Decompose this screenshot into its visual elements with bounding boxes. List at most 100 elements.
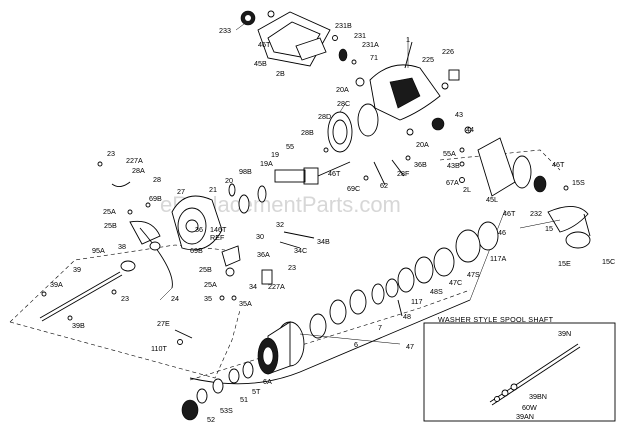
label-15S: 15S — [572, 178, 585, 187]
spool-group-bracket-right — [469, 209, 506, 301]
label-43B: 43B — [447, 161, 460, 170]
shaft-55 — [317, 161, 351, 177]
inset-title: WASHER STYLE SPOOL SHAFT — [438, 315, 554, 324]
label-48S: 48S — [430, 287, 443, 296]
part-25B-b — [221, 245, 241, 267]
drive-gear-28C — [327, 111, 353, 153]
label-23-b: 23 — [288, 263, 296, 272]
label-27E: 27E — [157, 319, 170, 328]
label-39AN: 39AN — [516, 412, 534, 421]
inset-frame — [423, 322, 616, 422]
label-233: 233 — [219, 26, 231, 35]
part-53S — [196, 388, 208, 404]
body-27-hub — [185, 219, 199, 233]
part-69B — [145, 202, 151, 208]
handle-knob-15C — [565, 231, 591, 249]
label-46: 46 — [498, 228, 506, 237]
part-28F — [391, 159, 405, 177]
label-28A: 28A — [132, 166, 145, 175]
part-69C — [363, 175, 369, 181]
label-69B: 69B — [149, 194, 162, 203]
label-5T: 5T — [252, 387, 261, 396]
label-36B: 36B — [414, 160, 427, 169]
label-35A: 35A — [239, 299, 252, 308]
bearing-98B — [257, 185, 267, 203]
label-6: 6 — [354, 340, 358, 349]
label-67A: 67A — [446, 178, 459, 187]
part-23-c — [111, 289, 117, 295]
label-35: 35 — [204, 294, 212, 303]
part-38 — [149, 241, 161, 251]
part-43B — [459, 161, 465, 167]
label-227A-a: 227A — [126, 156, 143, 165]
part-48S — [397, 267, 415, 293]
label-43: 43 — [455, 110, 463, 119]
bail-wire-24 — [139, 227, 173, 289]
part-46 — [477, 221, 499, 251]
label-46T-a: 46T — [258, 40, 271, 49]
bearing-20A-a — [355, 77, 365, 87]
pinion-19 — [274, 169, 306, 183]
label-51: 51 — [240, 395, 248, 404]
part-35A — [231, 295, 237, 301]
label-19A: 19A — [260, 159, 273, 168]
label-27: 27 — [177, 187, 185, 196]
label-39A: 39A — [50, 280, 63, 289]
label-25B-b: 25B — [199, 265, 212, 274]
part-34C — [279, 241, 301, 249]
label-45B: 45B — [254, 59, 267, 68]
label-23-c: 23 — [121, 294, 129, 303]
part-71 — [351, 59, 357, 65]
part-43 — [431, 117, 445, 131]
part-35 — [219, 295, 225, 301]
rotor-1-dark-face — [389, 77, 421, 109]
label-23-a: 23 — [107, 149, 115, 158]
label-231A: 231A — [362, 40, 379, 49]
part-47C — [414, 256, 434, 284]
dashed-group-outline-left-top — [9, 244, 226, 323]
label-227A-b: 227A — [268, 282, 285, 291]
part-67A — [459, 177, 465, 183]
label-28D: 28D — [318, 112, 331, 121]
label-15C: 15C — [602, 257, 615, 266]
label-60W: 60W — [522, 403, 537, 412]
drag-knob-52 — [181, 399, 199, 421]
dashed-group-outline-spool — [189, 289, 471, 381]
dashed-group-outline-left — [9, 309, 241, 379]
part-233-hub — [245, 15, 251, 21]
label-48: 48 — [403, 312, 411, 321]
label-47: 47 — [406, 342, 414, 351]
label-232: 232 — [530, 209, 542, 218]
label-110T: 110T — [151, 344, 167, 353]
label-117A: 117A — [490, 254, 506, 263]
part-55A — [459, 147, 465, 153]
dashed-group-outline-right — [439, 149, 561, 171]
part-62 — [373, 161, 386, 186]
label-62: 62 — [380, 181, 388, 190]
part-25B — [129, 220, 161, 245]
label-39N: 39N — [558, 329, 571, 338]
label-34B: 34B — [317, 237, 330, 246]
label-44: 44 — [466, 125, 474, 134]
label-46T-c: 46T — [503, 209, 516, 218]
main-shaft-39 — [39, 271, 121, 319]
part-226 — [448, 69, 460, 81]
label-46T-b: 46T — [552, 160, 565, 169]
label-55A: 55A — [443, 149, 456, 158]
label-25B: 25B — [104, 221, 117, 230]
inset-nut-39AN — [494, 396, 500, 402]
label-28B: 28B — [301, 128, 314, 137]
gear-28C-hub — [357, 103, 379, 137]
label-71: 71 — [370, 53, 378, 62]
part-34 — [225, 267, 235, 277]
label-32: 32 — [276, 220, 284, 229]
part-232-gear — [533, 175, 547, 193]
label-2L: 2L — [463, 185, 471, 194]
handle-shaft — [583, 213, 591, 237]
label-46T-d: 46T — [328, 169, 341, 178]
part-36B — [405, 155, 411, 161]
label-28F: 28F — [397, 169, 410, 178]
part-227A-b — [261, 269, 273, 285]
label-25A: 25A — [103, 207, 116, 216]
label-52: 52 — [207, 415, 215, 424]
